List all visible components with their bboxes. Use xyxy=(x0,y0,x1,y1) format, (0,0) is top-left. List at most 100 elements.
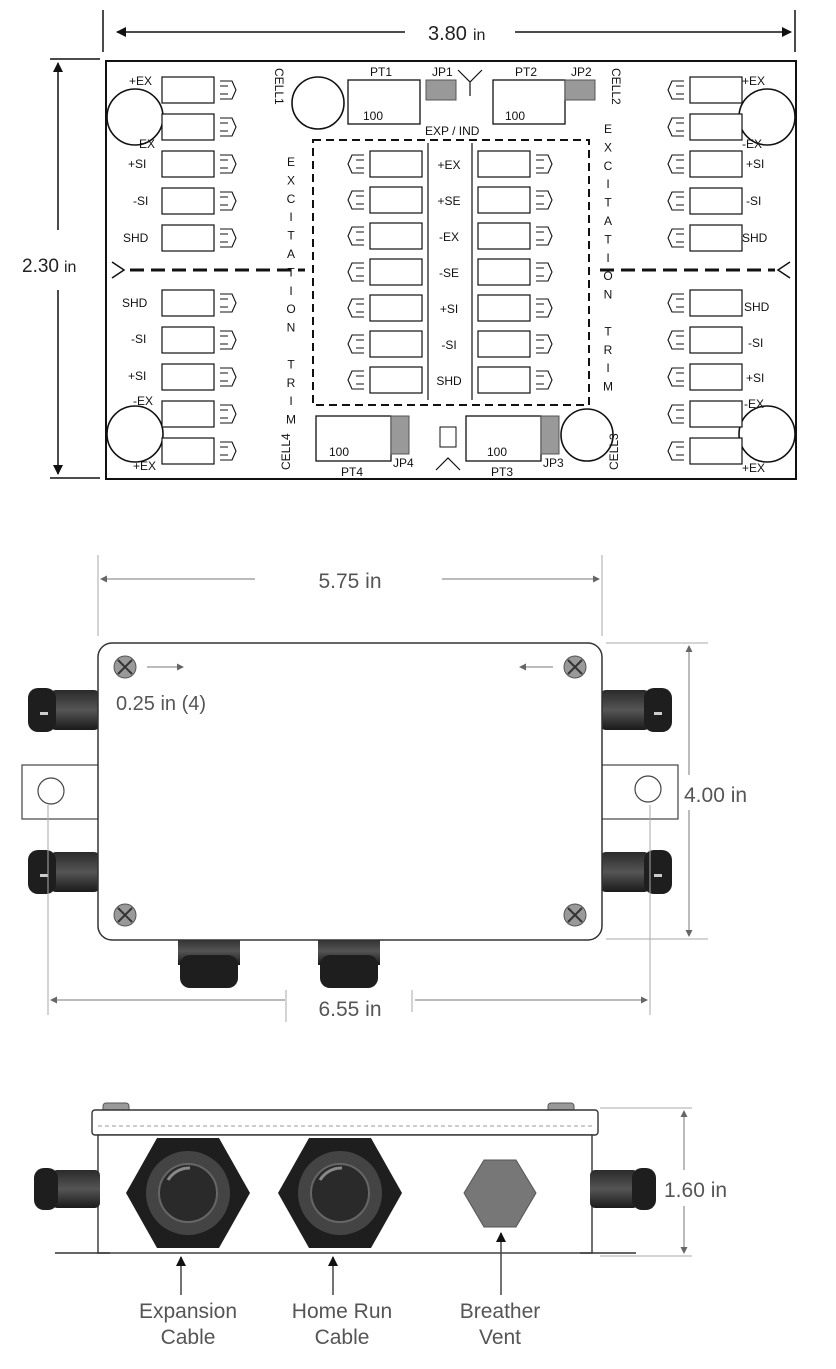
cell2-terminal-0-screw-box xyxy=(689,76,743,104)
expansion-cable-label-line2: Cable xyxy=(161,1326,216,1349)
center-right-terminal-4-connector-icon xyxy=(536,298,553,318)
cell2-terminal-4-screw-box xyxy=(689,224,743,252)
breather-vent-label-line1: Breather xyxy=(460,1300,541,1323)
cell2-label: CELL2 xyxy=(609,68,623,105)
breather-vent xyxy=(463,1159,537,1228)
cell3-label: CELL3 xyxy=(607,433,621,470)
cell1-label-4: SHD xyxy=(123,231,149,245)
trim-letter-right-3: I xyxy=(606,177,609,191)
cell4-label-0: SHD xyxy=(122,296,148,310)
trim-letter-right-1: X xyxy=(604,140,612,154)
cell2-terminal-1-connector-icon xyxy=(667,117,684,137)
cell4-label-1: -SI xyxy=(131,332,146,346)
trim-letter-right-11: T xyxy=(604,324,612,338)
cell4-terminal-2-screw-box xyxy=(161,363,215,391)
pt3-value: 100 xyxy=(487,445,507,459)
center-right-terminal-6-connector-icon xyxy=(536,370,553,390)
cell4-label: CELL4 xyxy=(279,433,293,470)
cell1-label-1: -EX xyxy=(135,137,155,151)
trim-letter-right-12: R xyxy=(604,343,613,357)
center-right-terminal-0-connector-icon xyxy=(536,154,553,174)
trim-letter-left-7: I xyxy=(289,284,292,298)
center-label-5: -SI xyxy=(441,338,456,352)
trim-letter-left-0: E xyxy=(287,155,295,169)
cell1-label-3: -SI xyxy=(133,194,148,208)
cell1-label-0: +EX xyxy=(129,74,152,88)
cell4-label-2: +SI xyxy=(128,369,146,383)
trim-letter-left-11: T xyxy=(287,357,295,371)
screw-icon xyxy=(563,903,587,927)
center-left-terminal-4-connector-icon xyxy=(347,298,364,318)
left-bottom-gland xyxy=(28,850,100,894)
center-right-terminal-1-connector-icon xyxy=(536,190,553,210)
jumper-link-bottom xyxy=(439,426,457,448)
cell1-terminal-3-screw-box xyxy=(161,187,215,215)
enclosure-lid xyxy=(91,1109,599,1136)
pt1-label: PT1 xyxy=(370,65,392,79)
cell3-terminal-2-connector-icon xyxy=(667,367,684,387)
jp2-jumper xyxy=(564,79,596,101)
cell3-terminal-4-screw-box xyxy=(689,437,743,465)
trim-letter-right-0: E xyxy=(604,122,612,136)
center-left-terminal-0-connector-icon xyxy=(347,154,364,174)
trim-letter-right-7: I xyxy=(606,251,609,265)
pt3-box xyxy=(465,415,542,462)
cell1-label-2: +SI xyxy=(128,157,146,171)
center-right-terminal-6-screw-box xyxy=(477,366,531,394)
trim-letter-left-9: N xyxy=(287,321,296,335)
trim-letter-right-9: N xyxy=(604,288,613,302)
center-left-terminal-4-screw-box xyxy=(369,294,423,322)
home-run-cable-label-line1: Home Run xyxy=(292,1300,392,1323)
right-flange-hole xyxy=(634,775,662,803)
side-gland-left xyxy=(34,1168,100,1210)
cell4-terminal-4-connector-icon xyxy=(220,441,237,461)
center-label-1: +SE xyxy=(437,194,460,208)
home-run-cable-gland xyxy=(278,1138,402,1248)
cell3-label-2: +SI xyxy=(746,371,764,385)
jp2-label: JP2 xyxy=(571,65,592,79)
divider-end-left xyxy=(111,261,126,279)
trim-letter-left-8: O xyxy=(286,302,295,316)
jumper-link-top xyxy=(457,69,483,96)
cell4-terminal-3-screw-box xyxy=(161,400,215,428)
inner-width-label: 5.75 in xyxy=(318,570,381,593)
cell2-label-4: SHD xyxy=(742,231,768,245)
jp3-label: JP3 xyxy=(543,456,564,470)
trim-letter-right-13: I xyxy=(606,361,609,375)
center-left-terminal-6-screw-box xyxy=(369,366,423,394)
trim-letter-right-6: T xyxy=(604,232,612,246)
pt2-label: PT2 xyxy=(515,65,537,79)
cell3-terminal-3-connector-icon xyxy=(667,404,684,424)
right-top-gland xyxy=(600,688,672,732)
pt4-value: 100 xyxy=(329,445,349,459)
center-label-6: SHD xyxy=(436,374,462,388)
front-view: 5.75 in xyxy=(21,555,747,1022)
cell1-label: CELL1 xyxy=(272,68,286,105)
center-label-0: +EX xyxy=(437,158,460,172)
side-view: 1.60 in Expansion Cable Home Run Cable B… xyxy=(34,1102,727,1349)
trim-letter-left-2: C xyxy=(287,192,296,206)
trim-letter-left-5: A xyxy=(287,247,295,261)
cell2-terminal-3-screw-box xyxy=(689,187,743,215)
pt2-box xyxy=(492,79,566,125)
pt1-value: 100 xyxy=(363,109,383,123)
cell2-label-0: +EX xyxy=(742,74,765,88)
cell1-terminal-1-connector-icon xyxy=(220,117,237,137)
divider-end-right xyxy=(776,261,791,279)
cell1-terminal-2-screw-box xyxy=(161,150,215,178)
cell3-terminal-1-connector-icon xyxy=(667,330,684,350)
cell1-terminal-4-connector-icon xyxy=(220,228,237,248)
jumper-link-fork xyxy=(435,457,461,471)
center-right-terminal-5-screw-box xyxy=(477,330,531,358)
side-height-label: 1.60 in xyxy=(664,1179,727,1202)
center-left-terminal-0-screw-box xyxy=(369,150,423,178)
cell1-terminal-2-connector-icon xyxy=(220,154,237,174)
cell2-label-3: -SI xyxy=(746,194,761,208)
center-left-terminal-3-connector-icon xyxy=(347,262,364,282)
cell2-terminal-2-connector-icon xyxy=(667,154,684,174)
center-left-terminal-1-screw-box xyxy=(369,186,423,214)
trim-letter-right-2: C xyxy=(604,159,613,173)
cell2-terminal-3-connector-icon xyxy=(667,191,684,211)
